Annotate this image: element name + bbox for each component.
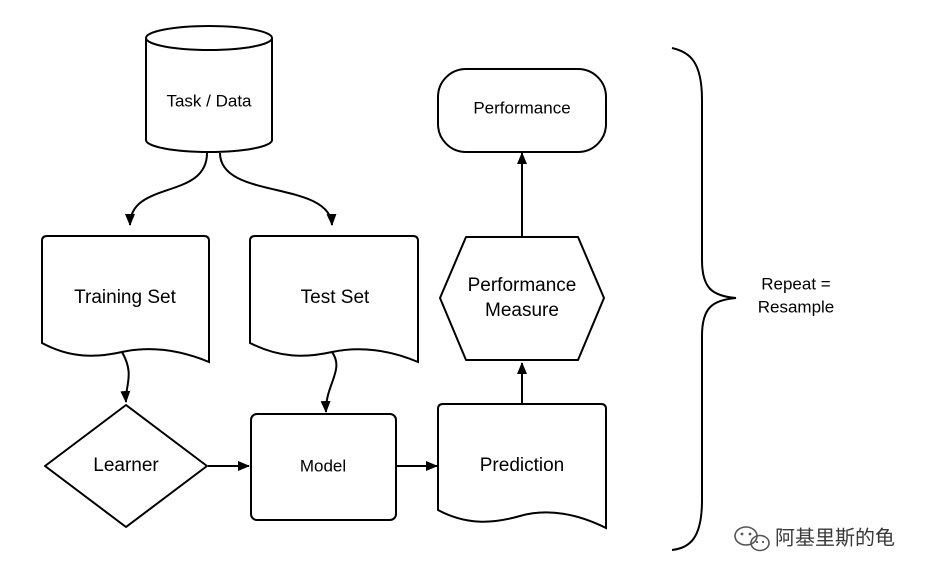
edge-training-to-learner (120, 351, 131, 403)
database-cylinder-shape (144, 25, 273, 153)
learner-label: Learner (93, 455, 159, 476)
performance-node: Performance (437, 68, 607, 153)
performance-measure-node: Performance Measure (439, 236, 605, 361)
task-data-node: Task / Data (144, 25, 273, 153)
learner-node: Learner (44, 404, 208, 528)
task-data-label: Task / Data (166, 91, 252, 110)
repeat-label-line1: Repeat = (761, 274, 831, 293)
decision-diamond-shape (44, 404, 208, 528)
edge-test-to-model (320, 351, 338, 413)
repeat-brace (671, 47, 737, 551)
watermark-text: 阿基里斯的龟 (775, 526, 895, 550)
performance-label: Performance (473, 98, 570, 117)
model-node: Model (250, 413, 397, 521)
chat-bubble-icon (734, 526, 770, 552)
training-set-node: Training Set (41, 235, 210, 364)
watermark: 阿基里斯的龟 (734, 526, 895, 552)
performance-measure-label-line1: Performance (468, 275, 577, 296)
training-set-label: Training Set (74, 287, 176, 308)
prediction-label: Prediction (480, 455, 565, 476)
document-shape (41, 235, 210, 364)
process-box-shape (250, 413, 397, 521)
performance-measure-label-line2: Measure (485, 300, 559, 321)
hexagon-shape (439, 236, 605, 361)
prediction-node: Prediction (437, 403, 607, 530)
document-shape (249, 235, 419, 364)
test-set-label: Test Set (301, 287, 370, 308)
repeat-label-line2: Resample (758, 297, 835, 316)
terminal-shape (437, 68, 607, 153)
test-set-node: Test Set (249, 235, 419, 364)
document-shape (437, 403, 607, 530)
edge-task-to-training (125, 152, 208, 226)
edge-task-to-test (219, 152, 337, 226)
model-label: Model (300, 456, 346, 475)
